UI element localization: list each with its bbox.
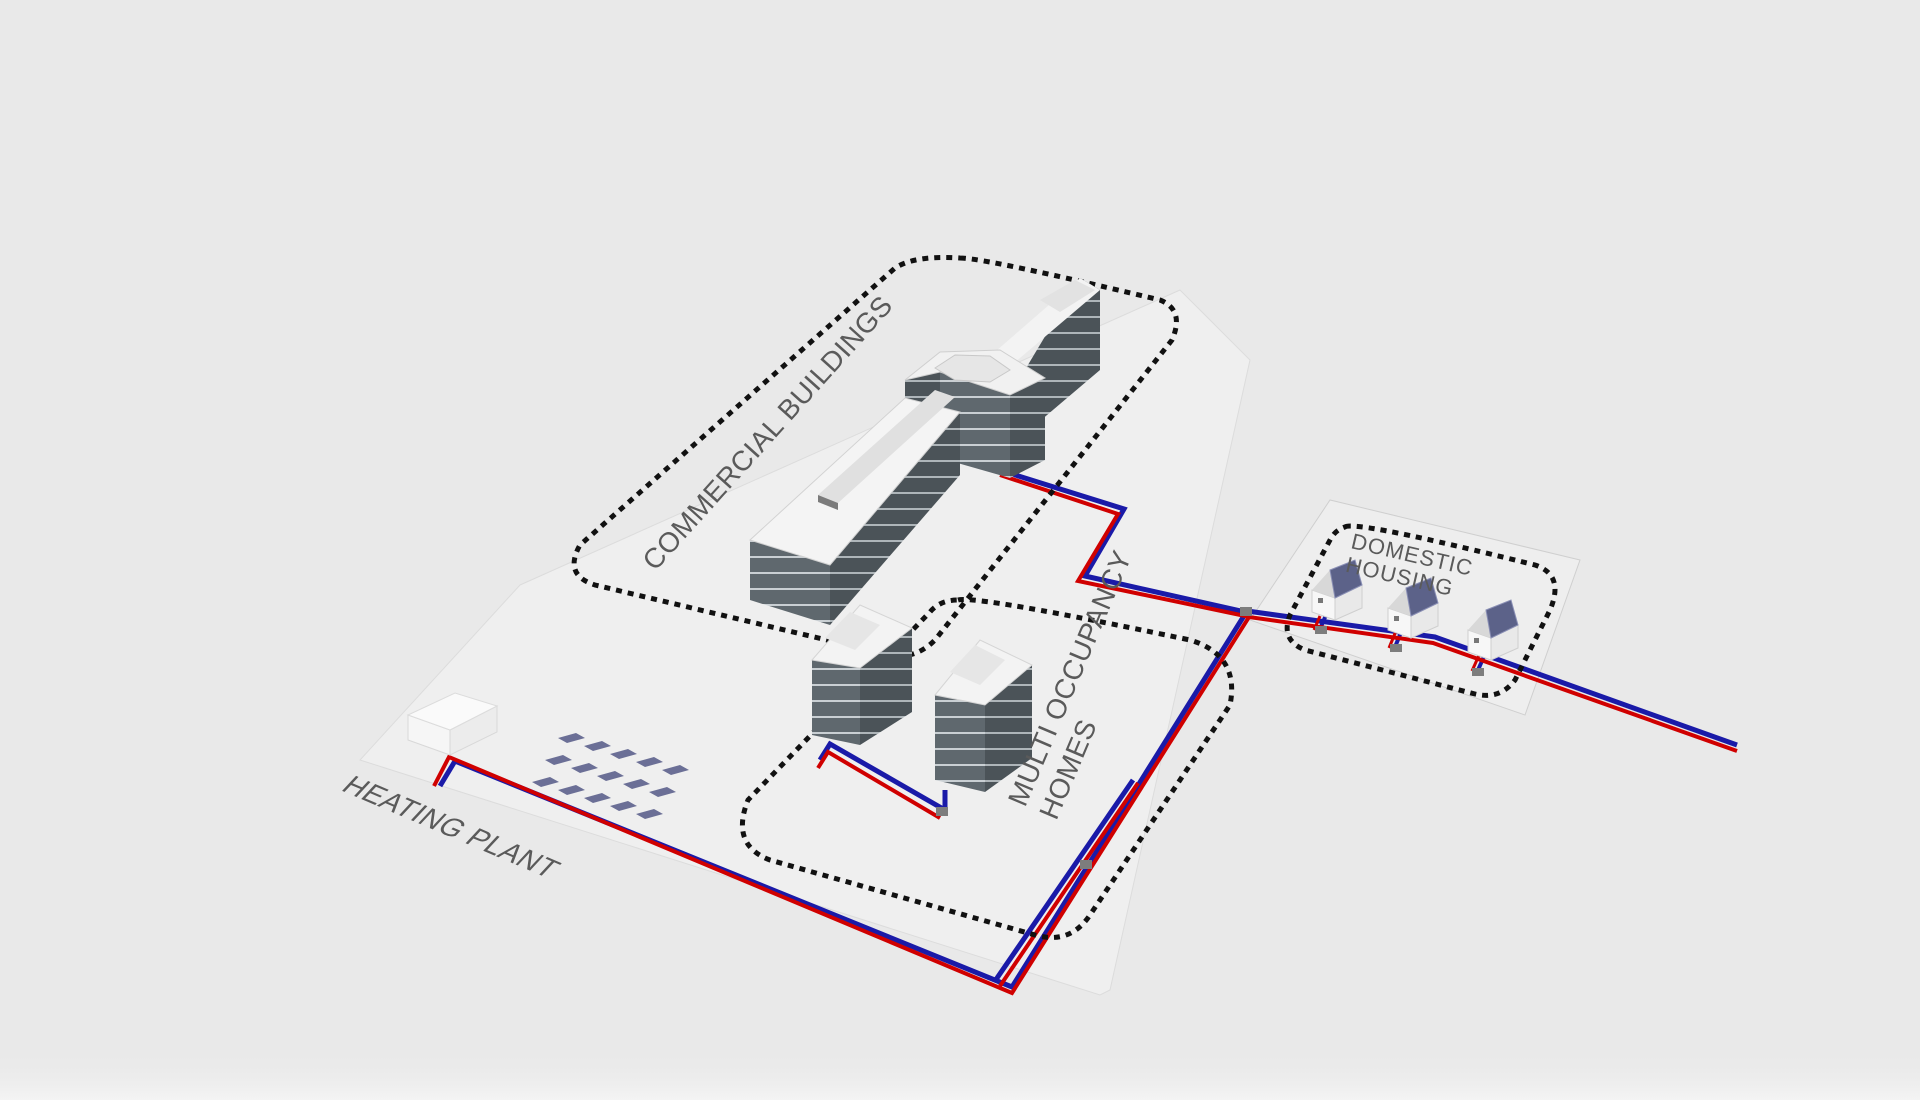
- heating-plant-icon: [406, 692, 499, 756]
- pipe-junctions: [936, 607, 1484, 869]
- office-building-icon: [749, 278, 1100, 625]
- tower-block-icon: [934, 639, 1033, 792]
- junction-node: [1390, 644, 1402, 652]
- house-icon: [1311, 559, 1363, 621]
- junction-node: [936, 807, 948, 816]
- solar-panel-icon: [532, 733, 689, 819]
- zone-commercial: [571, 254, 1179, 659]
- house-icon: [1467, 599, 1519, 661]
- supply-pipe: [432, 473, 1738, 996]
- zone-domestic: [1284, 523, 1558, 698]
- zone-multi-occupancy: [739, 597, 1235, 940]
- junction-node: [1240, 607, 1252, 616]
- junction-node: [1080, 860, 1092, 869]
- tower-block-icon: [811, 604, 913, 745]
- junction-node: [1472, 668, 1484, 676]
- bottom-fade: [0, 1050, 1920, 1100]
- junction-node: [1315, 626, 1327, 634]
- house-icon: [1387, 577, 1439, 639]
